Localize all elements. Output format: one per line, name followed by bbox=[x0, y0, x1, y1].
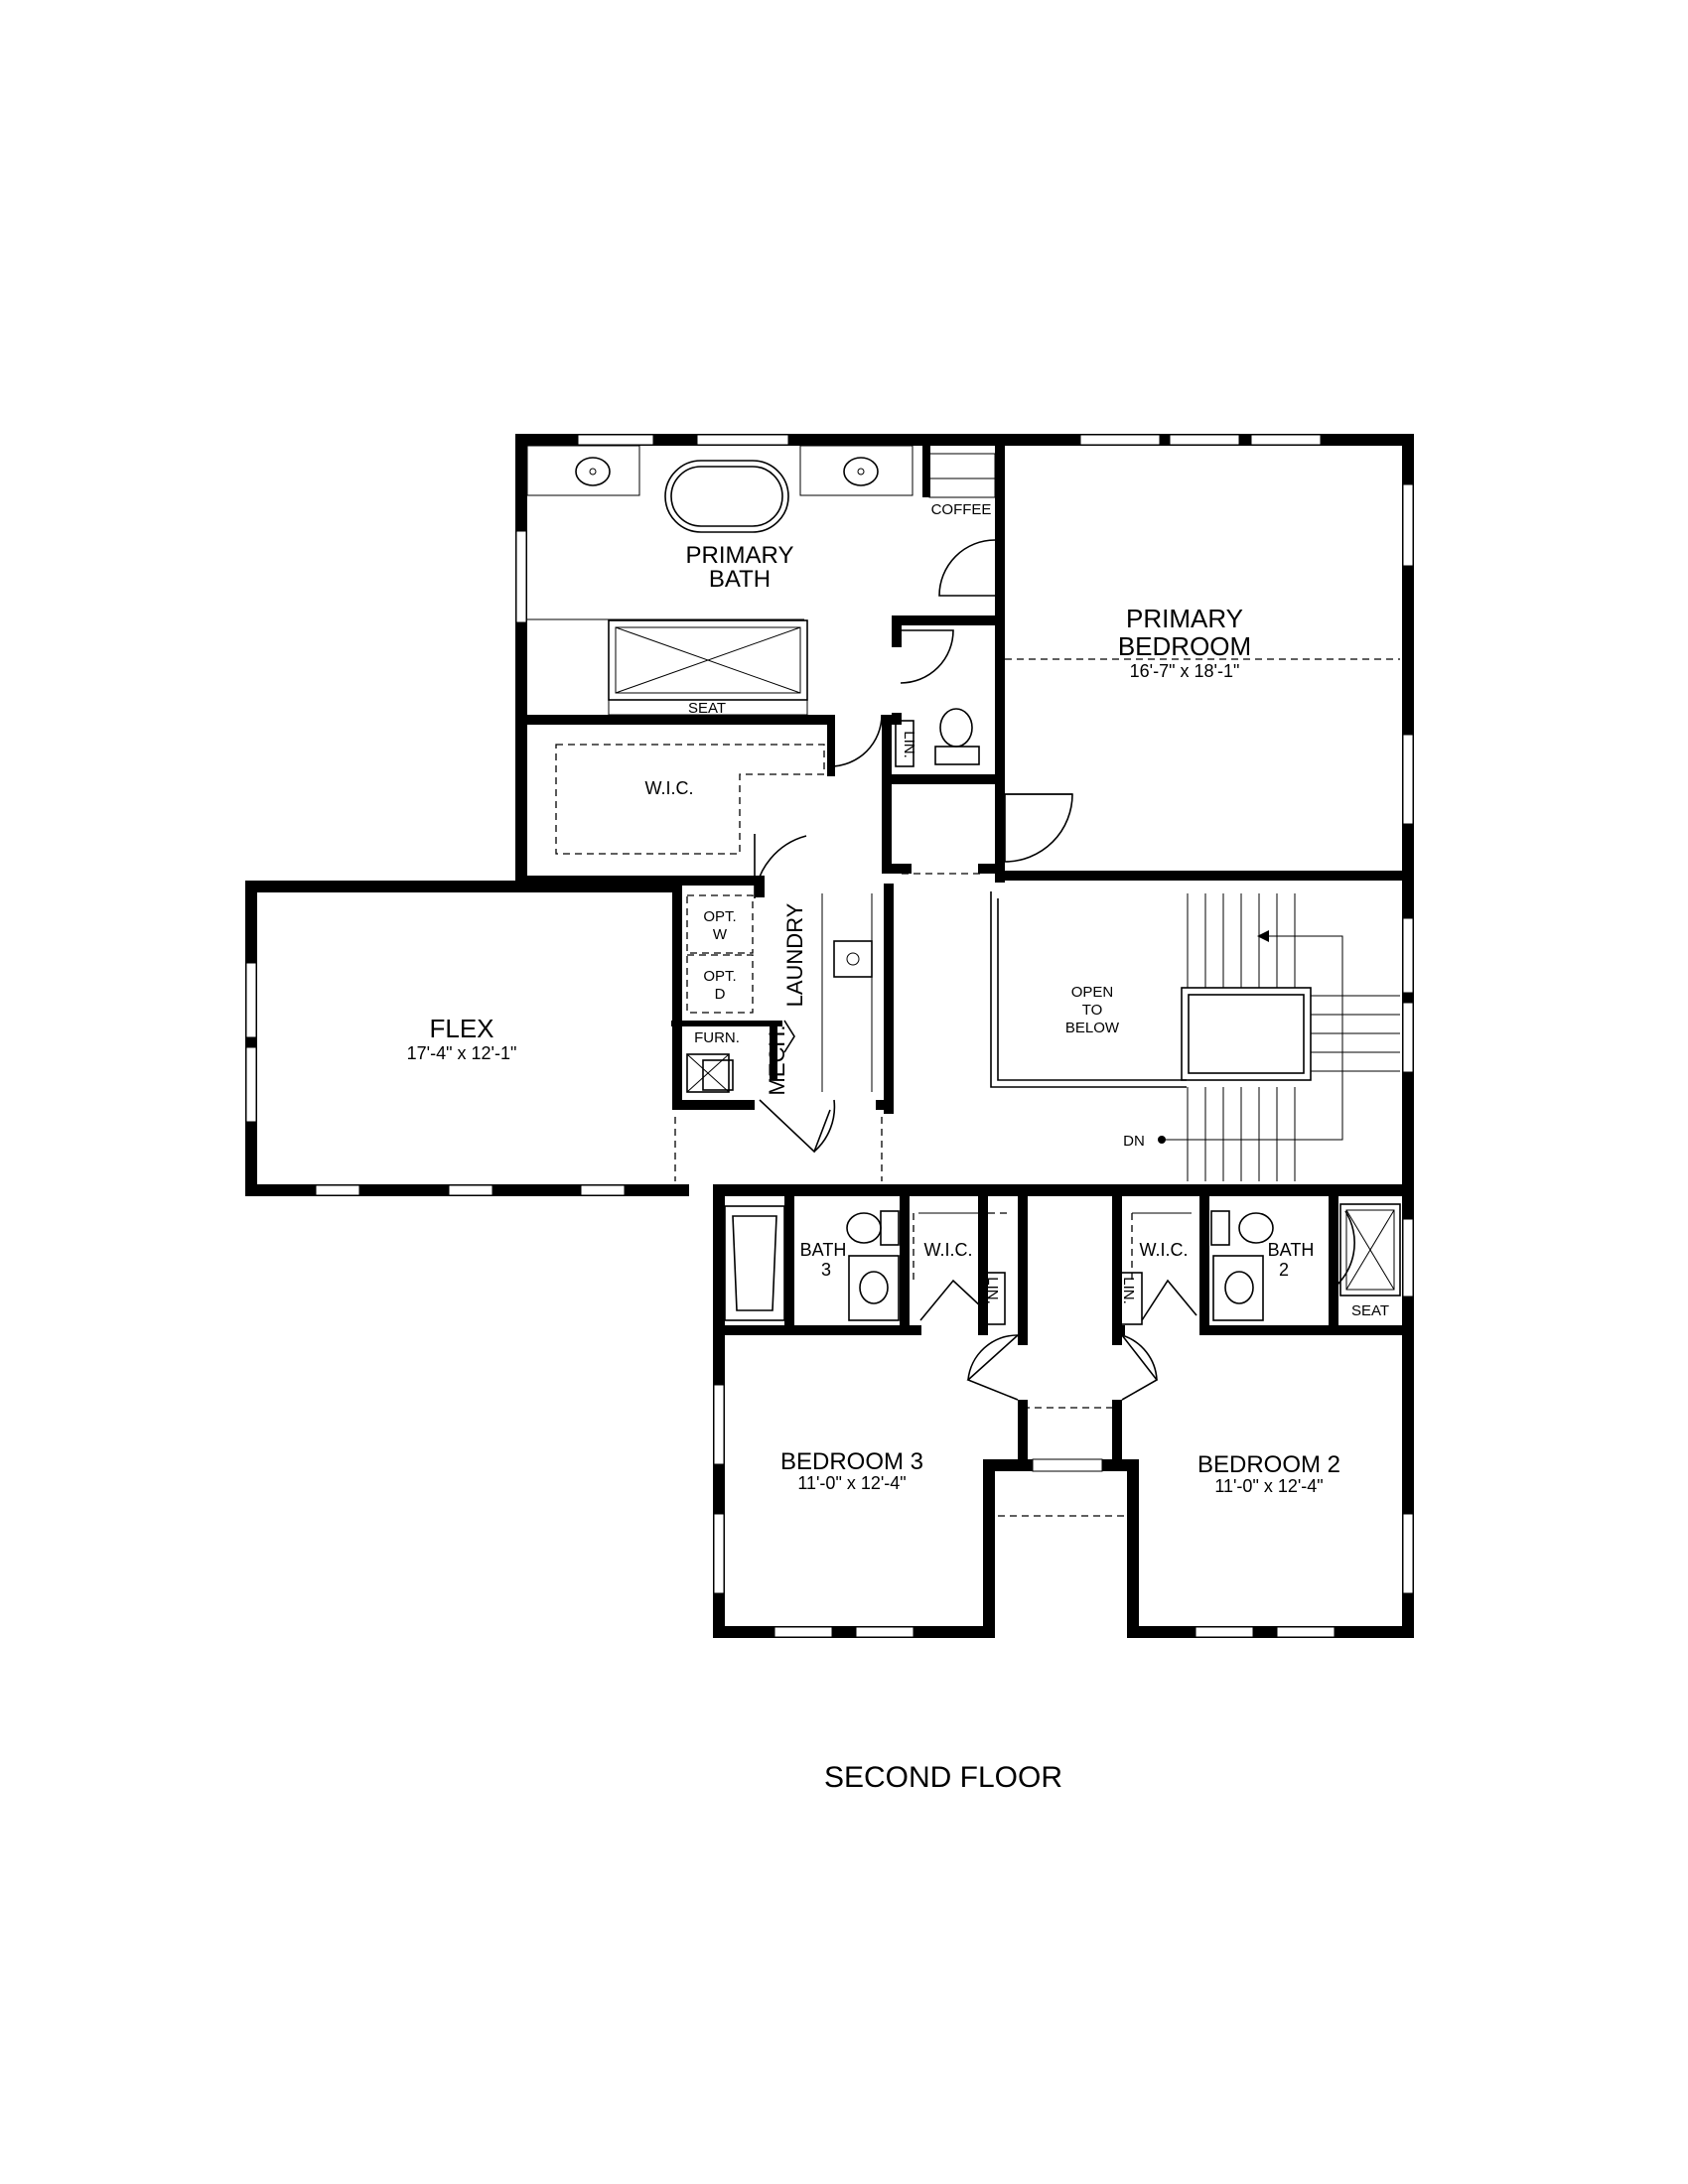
opt-d-label-1: OPT. bbox=[703, 968, 736, 985]
bedroom-doors bbox=[966, 1188, 1159, 1517]
laundry-fixtures bbox=[674, 893, 883, 1181]
seat2-label: SEAT bbox=[1351, 1302, 1389, 1319]
bath3-label-2: 3 bbox=[821, 1260, 831, 1280]
lin-primary-label: LIN. bbox=[901, 731, 917, 758]
stair-treads bbox=[1187, 893, 1400, 1181]
lin2-label: LIN. bbox=[1120, 1277, 1137, 1304]
bedroom3-label: BEDROOM 3 bbox=[780, 1448, 923, 1475]
mech-label: MECH. bbox=[765, 1025, 789, 1096]
labels: PRIMARY BATH COFFEE SEAT PRIMARY BEDROOM… bbox=[407, 501, 1389, 1794]
windows bbox=[245, 434, 1414, 1638]
opt-w-label-2: W bbox=[713, 926, 728, 943]
primary-bath-label-1: PRIMARY bbox=[686, 542, 794, 569]
primary-bath-label-2: BATH bbox=[709, 566, 771, 593]
wic-primary-label: W.I.C. bbox=[645, 778, 694, 798]
bedroom3-dims: 11'-0" x 12'-4" bbox=[797, 1473, 906, 1493]
primary-bedroom-label-1: PRIMARY bbox=[1126, 604, 1243, 633]
wic2-label: W.I.C. bbox=[1140, 1240, 1189, 1260]
primary-bedroom-label-2: BEDROOM bbox=[1118, 631, 1251, 661]
bedroom2-dims: 11'-0" x 12'-4" bbox=[1214, 1476, 1323, 1496]
bath2-fixtures bbox=[1115, 1203, 1401, 1325]
opt-w-label-1: OPT. bbox=[703, 908, 736, 925]
open-to-below-3: BELOW bbox=[1065, 1020, 1120, 1036]
bath2-label-2: 2 bbox=[1279, 1260, 1289, 1280]
seat-primary-label: SEAT bbox=[688, 700, 726, 717]
open-to-below-1: OPEN bbox=[1071, 984, 1114, 1001]
flex-label: FLEX bbox=[429, 1014, 493, 1043]
floor-title: SECOND FLOOR bbox=[824, 1761, 1062, 1794]
primary-bedroom-dims: 16'-7" x 18'-1" bbox=[1130, 661, 1240, 681]
primary-toilet bbox=[934, 708, 980, 765]
flex-dims: 17'-4" x 12'-1" bbox=[407, 1043, 517, 1063]
laundry-label: LAUNDRY bbox=[782, 902, 807, 1007]
bath2-label-1: BATH bbox=[1268, 1240, 1315, 1260]
dn-label: DN bbox=[1123, 1133, 1145, 1150]
wic3-label: W.I.C. bbox=[924, 1240, 973, 1260]
bath3-label-1: BATH bbox=[800, 1240, 847, 1260]
doors bbox=[754, 539, 1073, 899]
stair-area bbox=[990, 891, 1400, 1181]
primary-wic bbox=[555, 720, 914, 855]
bedroom2-label: BEDROOM 2 bbox=[1197, 1451, 1340, 1478]
lin3-label: LIN. bbox=[984, 1277, 1001, 1304]
furn-label: FURN. bbox=[694, 1029, 740, 1046]
opt-d-label-2: D bbox=[715, 986, 726, 1003]
coffee-label: COFFEE bbox=[931, 501, 992, 518]
primary-bath-fixtures bbox=[526, 445, 996, 716]
bath3-fixtures bbox=[724, 1205, 1008, 1325]
open-to-below-2: TO bbox=[1082, 1002, 1103, 1019]
